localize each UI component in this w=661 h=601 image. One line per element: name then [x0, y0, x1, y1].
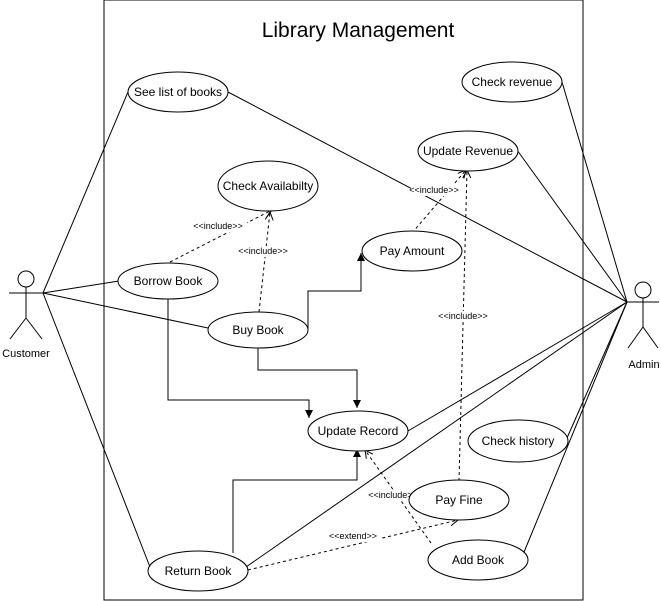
- assoc-customer-return-book: [42, 292, 151, 568]
- stereotype-include-buy: <<include>>: [238, 246, 288, 256]
- use-case-check-availability[interactable]: Check Availabilty: [217, 160, 319, 212]
- assoc-customer-borrow-book: [42, 280, 120, 294]
- use-case-label: Check history: [482, 434, 555, 448]
- use-case-see-list-of-books[interactable]: See list of books: [127, 71, 229, 113]
- flow-return-to-record: [232, 449, 361, 553]
- assoc-admin-return-book: [245, 301, 628, 568]
- use-case-label: Check revenue: [472, 75, 553, 89]
- dep-buy-availability: [258, 212, 270, 313]
- stick-figure-icon: [627, 281, 659, 349]
- assoc-customer-see-list: [42, 91, 129, 294]
- use-case-label: Check Availabilty: [223, 179, 314, 193]
- stereotype-include-pay: <<include>>: [409, 185, 459, 195]
- use-case-label: Pay Amount: [380, 244, 445, 258]
- dep-borrow-availability: [169, 210, 272, 263]
- use-case-check-revenue[interactable]: Check revenue: [461, 61, 563, 103]
- stick-figure-icon: [9, 270, 43, 340]
- dep-pay-revenue: [411, 170, 466, 234]
- use-case-borrow-book[interactable]: Borrow Book: [117, 262, 219, 300]
- flow-borrow-to-record: [167, 297, 313, 418]
- use-case-label: Borrow Book: [134, 274, 204, 288]
- dep-addbook-record: [365, 450, 432, 544]
- use-case-check-history[interactable]: Check history: [467, 419, 569, 463]
- use-case-label: Update Revenue: [423, 144, 513, 158]
- assoc-customer-buy-book: [42, 292, 209, 329]
- assoc-admin-check-history: [566, 301, 628, 439]
- assoc-admin-update-record: [407, 301, 628, 432]
- actor-label-customer: Customer: [2, 348, 50, 360]
- actor-customer[interactable]: Customer: [2, 270, 50, 360]
- use-case-add-book[interactable]: Add Book: [427, 539, 529, 581]
- stereotype-include-borrow: <<include>>: [193, 221, 243, 231]
- actor-admin[interactable]: Admin: [627, 281, 660, 371]
- use-case-label: Pay Fine: [435, 493, 483, 507]
- use-case-return-book[interactable]: Return Book: [147, 550, 249, 592]
- stereotype-include-addbook: <<include>>: [368, 490, 418, 500]
- use-case-label: Buy Book: [232, 323, 284, 337]
- dep-fine-revenue: [458, 170, 467, 482]
- assoc-admin-check-revenue: [561, 81, 628, 303]
- assoc-admin-update-revenue: [516, 149, 628, 303]
- use-case-label: See list of books: [134, 85, 222, 99]
- use-case-label: Update Record: [318, 424, 399, 438]
- flow-buy-to-pay-amount: [307, 253, 365, 330]
- use-case-label: Add Book: [452, 553, 505, 567]
- use-case-pay-amount[interactable]: Pay Amount: [361, 230, 463, 272]
- system-title: Library Management: [262, 19, 455, 42]
- assoc-admin-add-book: [521, 301, 628, 558]
- stereotype-extend-return: <<extend>>: [329, 531, 377, 541]
- flow-buy-to-record: [257, 347, 361, 408]
- assoc-admin-see-list: [227, 91, 628, 303]
- use-case-update-revenue[interactable]: Update Revenue: [417, 130, 519, 172]
- use-case-buy-book[interactable]: Buy Book: [207, 311, 309, 349]
- actor-label-admin: Admin: [628, 359, 659, 371]
- stereotype-include-fine: <<include>>: [438, 311, 488, 321]
- use-case-update-record[interactable]: Update Record: [307, 410, 409, 452]
- use-case-pay-fine[interactable]: Pay Fine: [408, 479, 510, 521]
- use-case-label: Return Book: [165, 564, 233, 578]
